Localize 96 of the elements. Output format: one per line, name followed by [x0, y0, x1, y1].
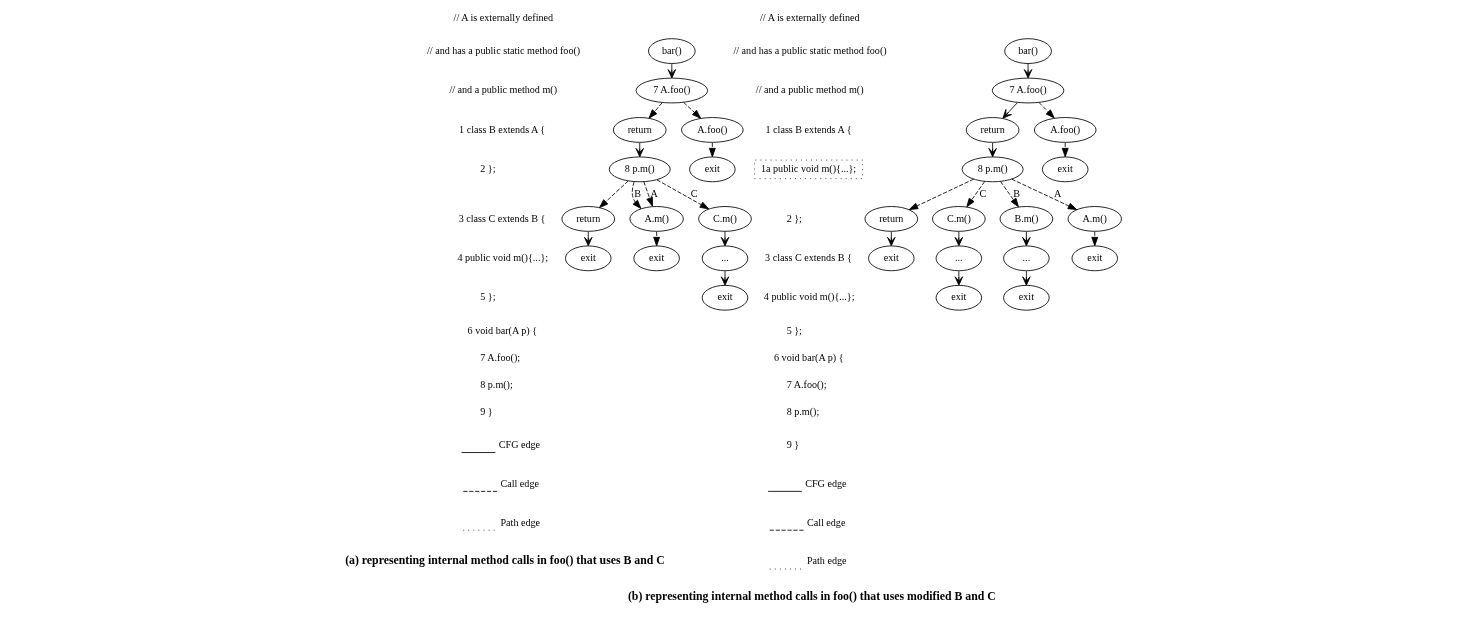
node-ellipse: exit: [935, 284, 982, 311]
node-ellipse: ...: [1002, 245, 1050, 272]
arrow: [652, 231, 660, 247]
node-ellipse: C.m(): [931, 206, 986, 232]
node-ellipse: return: [864, 206, 918, 232]
arrow: [598, 180, 628, 208]
edge-label: B: [633, 187, 641, 199]
arrow: [648, 102, 662, 119]
arrow: [635, 142, 644, 158]
node-ellipse: exit: [1071, 245, 1118, 272]
arrow: [954, 270, 963, 286]
label: 6 void bar(A p) {: [467, 324, 537, 336]
arrow: [583, 231, 592, 247]
legend-label: CFG edge: [498, 438, 540, 450]
label: (b) representing internal method calls in foo() that uses modified B and C: [627, 589, 996, 604]
arrow: [908, 178, 974, 210]
label: 7 A.foo();: [479, 351, 520, 363]
node-ellipse: A.foo(): [1033, 117, 1096, 143]
label: 5 };: [786, 324, 802, 336]
node-ellipse: 7 A.foo(): [635, 77, 708, 104]
arrow: [1023, 63, 1032, 79]
arrow: [720, 270, 729, 286]
node-ellipse: ...: [935, 245, 982, 272]
label: 1 class B extends A {: [765, 123, 852, 135]
node-ellipse: B.m(): [999, 206, 1053, 232]
label: 9 }: [479, 405, 493, 417]
label: 4 public void m(){...};: [456, 251, 548, 263]
legend-label: Path edge: [499, 516, 540, 528]
node-ellipse: 7 A.foo(): [991, 77, 1064, 104]
node-box: 1a public void m(){...};: [753, 159, 863, 180]
arrow: [1038, 102, 1055, 119]
node-ellipse: A.m(): [629, 206, 684, 232]
label: // and a public method m(): [448, 84, 557, 96]
arrow: [1021, 270, 1031, 286]
label: // and has a public static method foo(): [732, 44, 887, 56]
node-ellipse: C.m(): [697, 206, 752, 232]
arrow: [642, 181, 653, 207]
legend-label: Path edge: [806, 555, 847, 567]
arrow: [1061, 142, 1069, 158]
node-ellipse: return: [560, 206, 615, 232]
label: // and a public method m(): [755, 84, 864, 96]
node-ellipse: A.foo(): [680, 117, 744, 143]
node-ellipse: exit: [564, 245, 611, 272]
edge-label: C: [979, 187, 986, 199]
node-ellipse: exit: [1041, 156, 1088, 183]
label: (a) representing internal method calls in foo() that uses B and C: [344, 552, 665, 567]
label: 7 A.foo();: [786, 378, 827, 390]
arrow: [1021, 231, 1031, 247]
label: 6 void bar(A p) {: [773, 351, 844, 363]
arrow: [682, 102, 701, 119]
label: 3 class C extends B {: [458, 212, 545, 224]
edge-label: A: [649, 187, 658, 199]
label: 2 };: [479, 162, 495, 174]
arrow: [1010, 178, 1077, 210]
node-ellipse: bar(): [647, 38, 696, 64]
arrow: [987, 142, 997, 158]
arrow: [886, 231, 896, 247]
node-ellipse: exit: [701, 284, 748, 311]
edge-label: B: [1012, 187, 1020, 199]
label: 4 public void m(){...};: [763, 291, 855, 303]
label: 2 };: [786, 212, 802, 224]
arrow: [999, 181, 1019, 208]
node-ellipse: exit: [632, 245, 680, 272]
label: // and has a public static method foo(): [426, 44, 580, 56]
node-ellipse: bar(): [1003, 38, 1052, 64]
legend-label: Call edge: [806, 516, 845, 528]
label: // A is externally defined: [453, 11, 553, 23]
label: // A is externally defined: [759, 11, 860, 23]
arrow: [720, 231, 729, 247]
node-ellipse: exit: [1002, 284, 1050, 311]
legend-label: Call edge: [499, 477, 539, 489]
node-ellipse: exit: [867, 245, 915, 272]
node-ellipse: ...: [701, 245, 748, 272]
label: 3 class C extends B {: [764, 251, 852, 263]
arrow: [708, 142, 716, 158]
arrow: [954, 231, 963, 247]
legend-label: CFG edge: [804, 477, 847, 489]
arrow: [965, 181, 985, 208]
arrow: [1002, 102, 1018, 119]
label: 9 }: [786, 438, 799, 450]
arrow: [631, 181, 641, 209]
node-ellipse: return: [612, 117, 667, 143]
node-ellipse: exit: [688, 156, 736, 183]
label: 1 class B extends A {: [458, 123, 545, 135]
label: 8 p.m();: [479, 378, 513, 390]
arrow: [667, 63, 676, 79]
edge-label: A: [1053, 187, 1061, 199]
label: 8 p.m();: [786, 405, 819, 417]
arrow: [1090, 231, 1098, 247]
node-ellipse: 8 p.m(): [608, 156, 671, 183]
node-ellipse: 8 p.m(): [961, 156, 1024, 183]
arrow: [656, 179, 709, 210]
node-ellipse: return: [965, 117, 1019, 143]
label: 5 };: [479, 291, 495, 303]
edge-label: C: [690, 187, 698, 199]
node-ellipse: A.m(): [1067, 206, 1122, 232]
